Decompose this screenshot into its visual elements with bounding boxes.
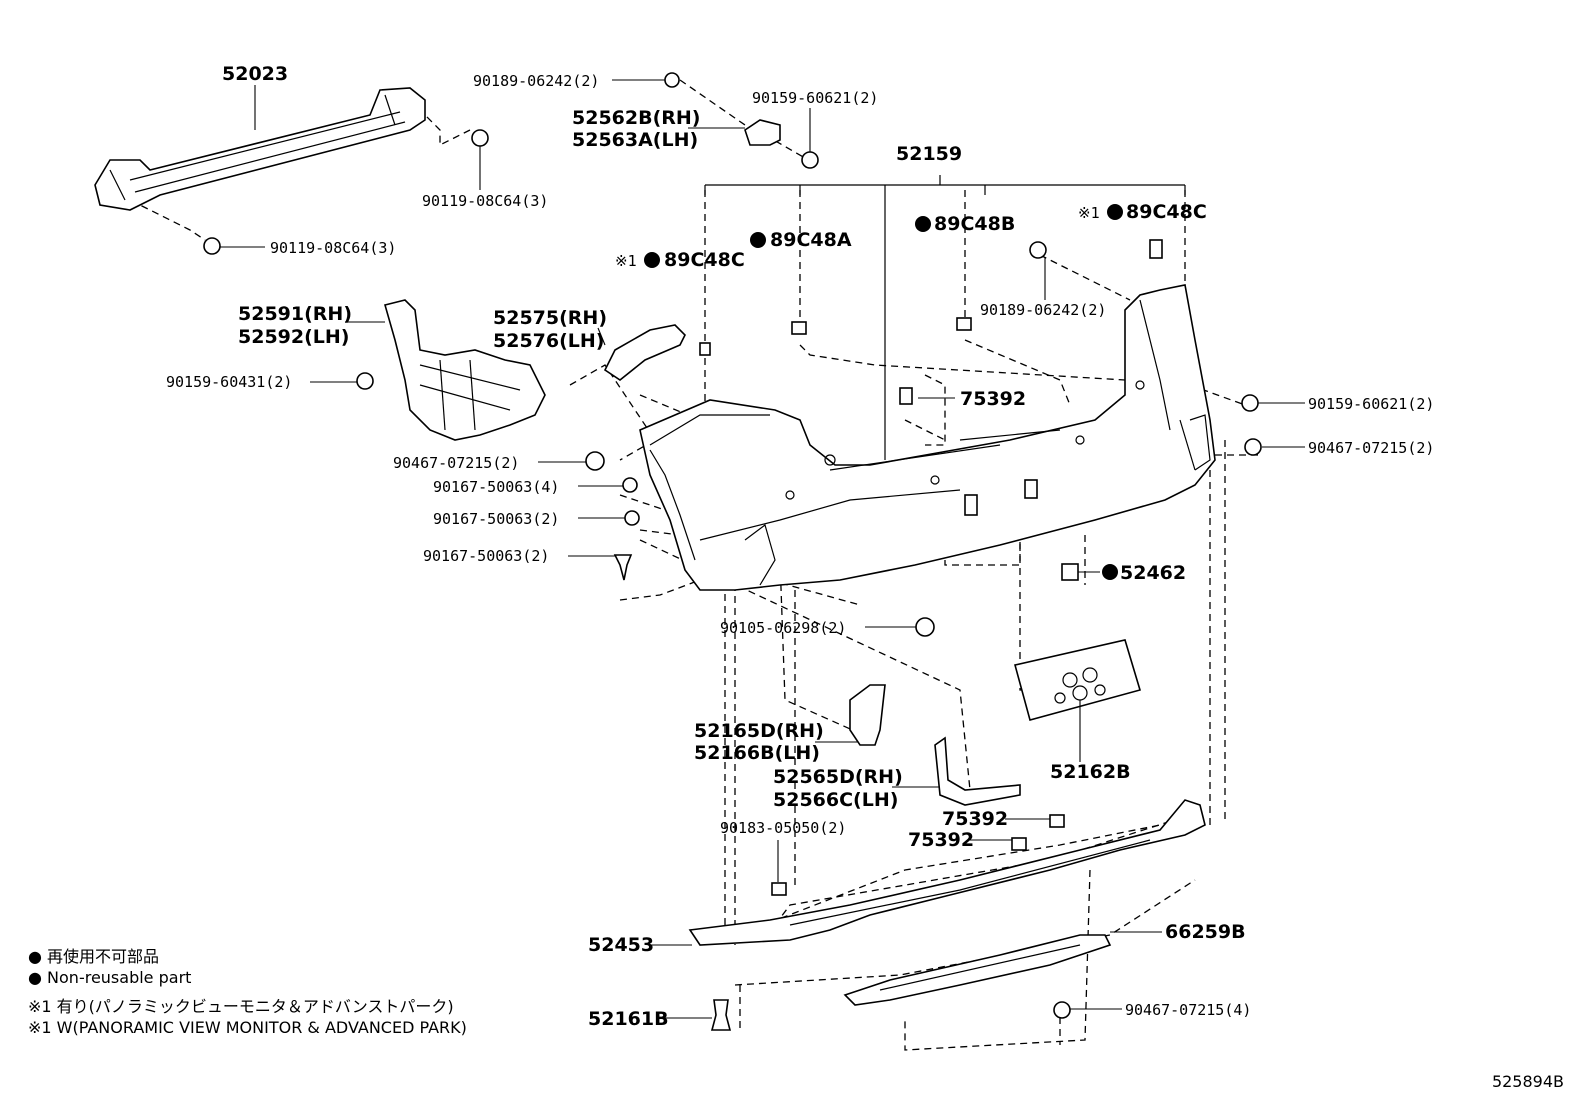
label-90167-50063-2a: 90167-50063(2) (433, 510, 559, 528)
group-bracket-52159 (704, 175, 1186, 460)
label-52023: 52023 (222, 63, 288, 85)
label-52575: 52575(RH) (493, 307, 607, 329)
label-75392-low: 75392 (908, 829, 974, 851)
nut-90159-right-icon (1241, 394, 1259, 412)
clip-52161B-icon (710, 999, 732, 1031)
nut-90105-icon (915, 617, 935, 637)
bolt-90189-top-icon (664, 72, 680, 88)
label-90119-08C64-b: 90119-08C64(3) (270, 239, 396, 257)
bolt-90189-right-icon (1029, 241, 1047, 259)
clip-lamp-a-icon (964, 494, 978, 516)
non-reusable-markers (644, 204, 1123, 580)
nut-90159-top-icon (801, 151, 819, 169)
legend-line-2: ● Non-reusable part (28, 968, 192, 987)
label-52462: 52462 (1120, 562, 1186, 584)
screw-90167-2a-icon (624, 510, 640, 526)
label-90189-06242-top: 90189-06242(2) (473, 72, 599, 90)
label-52162B: 52162B (1050, 761, 1131, 783)
label-52591: 52591(RH) (238, 303, 352, 325)
label-52576: 52576(LH) (493, 330, 604, 352)
label-89C48C-right: 89C48C (1126, 201, 1207, 223)
legend-line-3: ※1 有り(パノラミックビューモニタ＆アドバンストパーク) (28, 997, 454, 1016)
label-52562B: 52562B(RH) (572, 107, 700, 129)
label-90159-60621-top: 90159-60621(2) (752, 89, 878, 107)
bracket-52562B (744, 119, 781, 146)
pad-52462-icon (1061, 563, 1079, 581)
fasteners (203, 72, 1262, 1031)
label-90467-07215-bottom: 90467-07215(4) (1125, 1001, 1251, 1019)
license-bracket-52162B (1014, 639, 1142, 721)
side-retainer-52591 (384, 299, 546, 441)
clip-75392-mid-icon (1049, 814, 1065, 828)
label-89C48B: 89C48B (934, 213, 1015, 235)
label-90167-50063-4: 90167-50063(4) (433, 478, 559, 496)
screw-90167-4-icon (622, 477, 638, 493)
clip-75392-top-icon (899, 387, 913, 405)
label-52161B: 52161B (588, 1008, 669, 1030)
legend-line-4: ※1 W(PANORAMIC VIEW MONITOR & ADVANCED P… (28, 1018, 467, 1037)
clip-89C48C-right-icon (1149, 239, 1163, 259)
label-90467-07215-left: 90467-07215(2) (393, 454, 519, 472)
label-90189-06242-right: 90189-06242(2) (980, 301, 1106, 319)
under-cover-66259B (843, 934, 1112, 1006)
label-89C48C-right-mark: ※1 (1078, 204, 1100, 222)
label-90183-05050: 90183-05050(2) (720, 819, 846, 837)
clip-75392-low-icon (1011, 837, 1027, 851)
label-75392-mid: 75392 (942, 808, 1008, 830)
label-90119-08C64-a: 90119-08C64(3) (422, 192, 548, 210)
clip-90467-bottom-icon (1053, 1001, 1071, 1019)
legend-line-1: ● 再使用不可部品 (28, 947, 160, 966)
clip-89C48B-icon (956, 317, 972, 331)
clip-89C48A-icon (791, 321, 807, 335)
non-reusable-dot-icon (644, 252, 660, 268)
label-52565D: 52565D(RH) (773, 766, 903, 788)
non-reusable-dot-icon (1102, 564, 1118, 580)
figure-code: 525894B (1491, 1072, 1564, 1091)
label-52453: 52453 (588, 934, 654, 956)
clip-90467-right-icon (1244, 438, 1262, 456)
screw-90167-2b-icon (613, 554, 633, 581)
clip-89C48C-left-icon (699, 342, 711, 356)
screw-90159-60431-icon (356, 372, 374, 390)
part-labels: 52023 90189-06242(2) 90159-60621(2) 5256… (166, 63, 1434, 1030)
bolt-90119-b-icon (203, 237, 221, 255)
label-52166B: 52166B(LH) (694, 742, 820, 764)
bumper-cover-52159 (639, 284, 1216, 591)
label-89C48C-left-mark: ※1 (615, 252, 637, 270)
label-89C48A: 89C48A (770, 229, 852, 251)
label-90159-60431: 90159-60431(2) (166, 373, 292, 391)
moulding-52565D (934, 736, 1021, 806)
non-reusable-dot-icon (1107, 204, 1123, 220)
label-90167-50063-2b: 90167-50063(2) (423, 547, 549, 565)
bumper-reinforcement-52023 (94, 87, 426, 211)
clip-90467-left-icon (585, 451, 605, 471)
label-90467-07215-right: 90467-07215(2) (1308, 439, 1434, 457)
label-89C48C-left: 89C48C (664, 249, 745, 271)
bolt-90119-a-icon (471, 129, 489, 147)
corner-garnish-52165D (849, 684, 886, 746)
label-52563A: 52563A(LH) (572, 129, 698, 151)
label-90159-60621-right: 90159-60621(2) (1308, 395, 1434, 413)
lower-spoiler-52453 (688, 799, 1206, 946)
label-52159: 52159 (896, 143, 962, 165)
non-reusable-dot-icon (750, 232, 766, 248)
label-66259B: 66259B (1165, 921, 1246, 943)
side-bracket-52575 (603, 324, 686, 381)
label-75392-top: 75392 (960, 388, 1026, 410)
nut-90183-icon (771, 882, 787, 896)
non-reusable-dot-icon (915, 216, 931, 232)
label-90105-06298: 90105-06298(2) (720, 619, 846, 637)
assembly-dashed-lines (119, 79, 1260, 1051)
label-52592: 52592(LH) (238, 326, 349, 348)
label-52165D: 52165D(RH) (694, 720, 824, 742)
label-52566C: 52566C(LH) (773, 789, 898, 811)
leader-lines (220, 79, 1305, 1019)
clip-lamp-b-icon (1024, 479, 1038, 499)
